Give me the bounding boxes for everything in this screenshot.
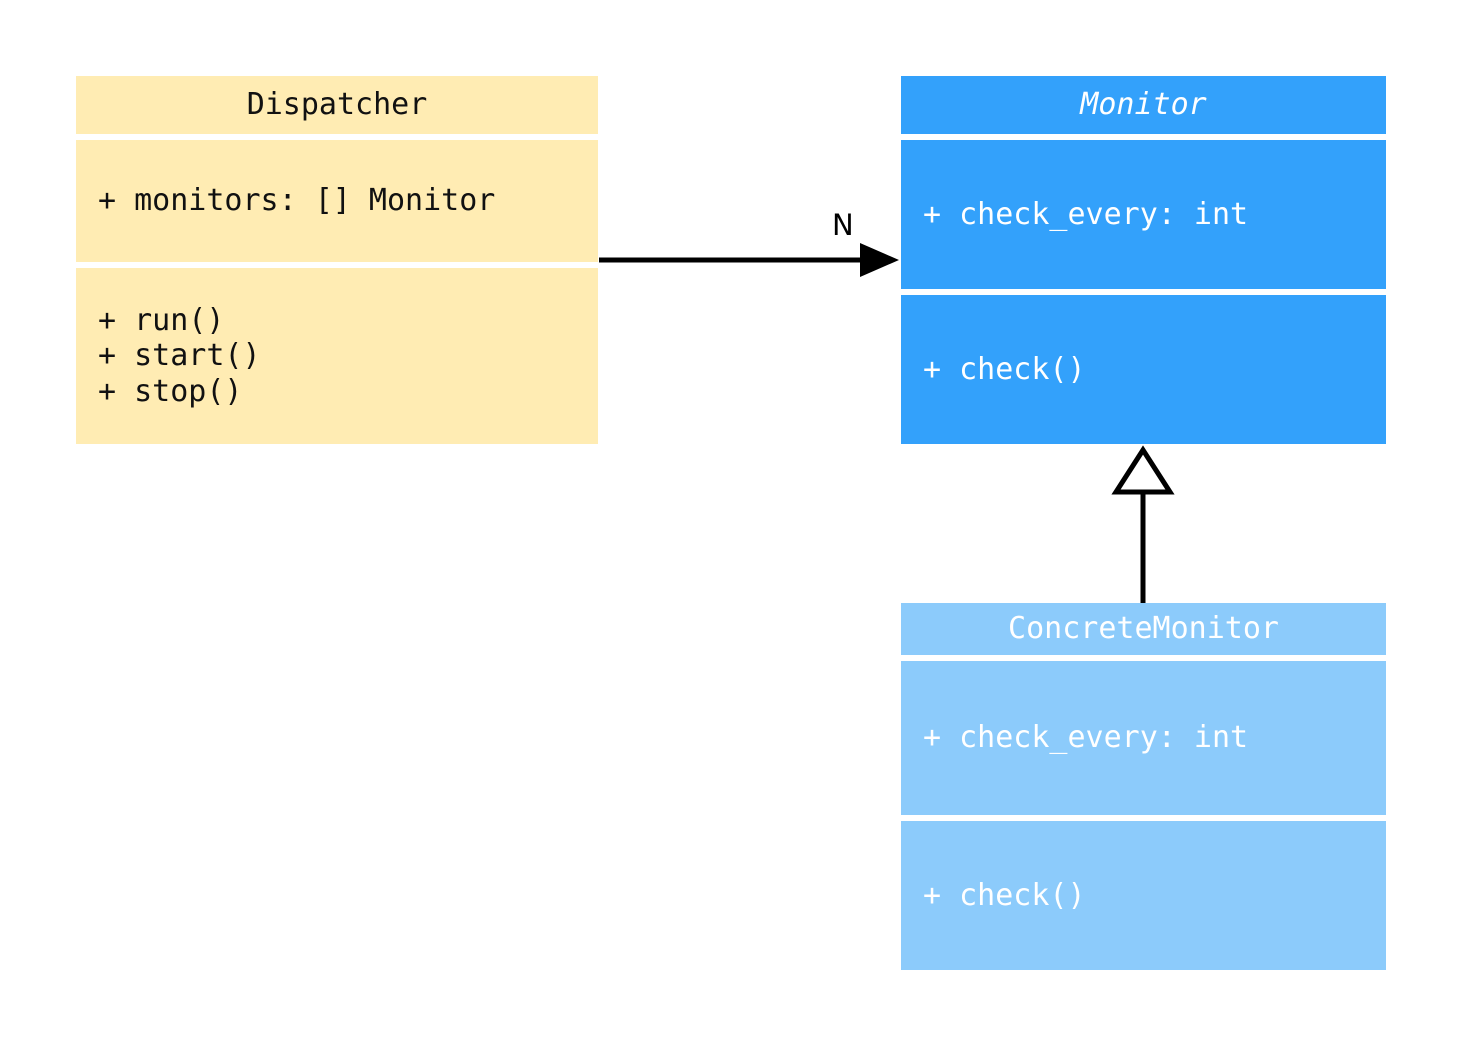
hollow-triangle-arrowhead-icon xyxy=(1111,445,1175,495)
class-header-concrete-monitor: ConcreteMonitor xyxy=(901,603,1386,655)
attribute-list: + check_every: int xyxy=(901,197,1386,232)
class-operations-monitor: + check() xyxy=(901,295,1386,444)
class-box-monitor[interactable]: Monitor + check_every: int + check() xyxy=(901,76,1386,444)
operation-item: + check() xyxy=(923,351,1086,387)
class-header-dispatcher: Dispatcher xyxy=(76,76,598,134)
edge-association-dispatcher-monitor xyxy=(599,243,899,277)
compartment-divider xyxy=(901,815,1386,821)
class-attributes-monitor: + check_every: int xyxy=(901,140,1386,289)
class-box-concrete-monitor[interactable]: ConcreteMonitor + check_every: int + che… xyxy=(901,603,1386,970)
class-operations-dispatcher: + run() + start() + stop() xyxy=(76,268,598,444)
operation-list: + check() xyxy=(901,878,1386,913)
operation-list: + check() xyxy=(901,352,1386,387)
class-name-dispatcher: Dispatcher xyxy=(246,87,428,122)
class-box-dispatcher[interactable]: Dispatcher + monitors: [] Monitor + run(… xyxy=(76,76,598,444)
attribute-list: + check_every: int xyxy=(901,720,1386,755)
edge-generalization-concrete-monitor-monitor xyxy=(1111,445,1175,603)
operation-item: + check() xyxy=(923,877,1086,913)
compartment-divider xyxy=(76,134,598,140)
operation-item: + start() xyxy=(98,338,261,374)
attribute-list: + monitors: [] Monitor xyxy=(76,183,598,218)
association-multiplicity-label: N xyxy=(832,208,854,242)
compartment-divider xyxy=(901,134,1386,140)
attribute-item: + monitors: [] Monitor xyxy=(98,183,496,219)
class-attributes-dispatcher: + monitors: [] Monitor xyxy=(76,140,598,262)
operation-item: + run() xyxy=(98,302,225,338)
class-name-concrete-monitor: ConcreteMonitor xyxy=(1008,611,1279,646)
operation-item: + stop() xyxy=(98,373,243,409)
operation-list: + run() + start() + stop() xyxy=(76,303,598,409)
class-name-monitor: Monitor xyxy=(1080,87,1207,122)
compartment-divider xyxy=(901,289,1386,295)
compartment-divider xyxy=(76,262,598,268)
filled-arrowhead-icon xyxy=(860,243,899,277)
attribute-item: + check_every: int xyxy=(923,196,1249,232)
class-operations-concrete-monitor: + check() xyxy=(901,821,1386,970)
attribute-item: + check_every: int xyxy=(923,720,1249,756)
class-attributes-concrete-monitor: + check_every: int xyxy=(901,661,1386,815)
class-header-monitor: Monitor xyxy=(901,76,1386,134)
compartment-divider xyxy=(901,655,1386,661)
